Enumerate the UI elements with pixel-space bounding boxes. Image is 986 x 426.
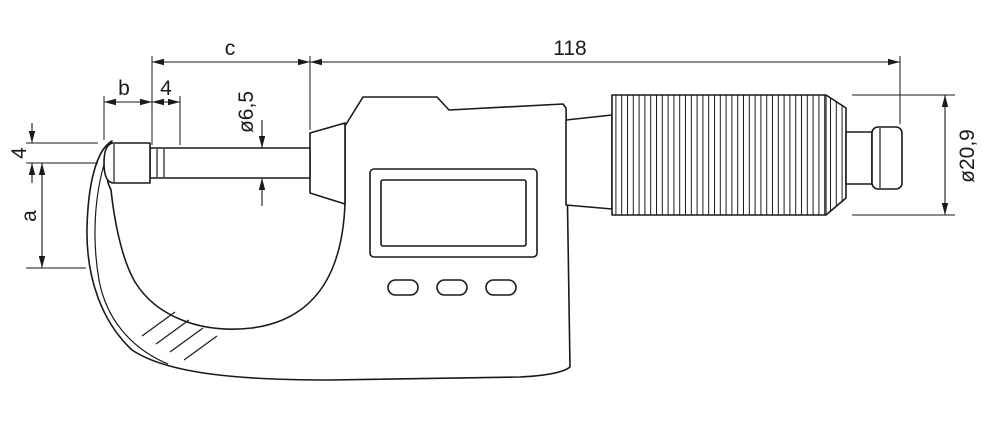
dim-label-4-left: 4	[8, 147, 31, 159]
spindle	[149, 147, 311, 179]
dim-label-c: c	[225, 37, 236, 60]
ratchet-stem	[845, 131, 873, 185]
dimension-lines-group	[26, 56, 955, 269]
sleeve-neck	[565, 114, 613, 210]
lcd-display-screen	[380, 179, 527, 247]
ratchet-cap[interactable]	[871, 126, 903, 190]
button-3[interactable]	[485, 279, 517, 296]
button-2[interactable]	[436, 279, 468, 296]
frame-and-housing	[86, 96, 571, 381]
dim-label-dia20: ø20,9	[956, 129, 979, 183]
dim-label-dia6: ø6,5	[235, 91, 258, 133]
frame-inner-contour	[94, 157, 169, 365]
thimble-knurled[interactable]	[611, 94, 847, 216]
dim-label-118: 118	[553, 37, 586, 60]
dim-label-4-top: 4	[160, 77, 172, 100]
micrometer-body-group	[86, 94, 903, 381]
dim-label-b: b	[118, 77, 130, 100]
spindle-boss	[309, 122, 346, 205]
frame-grip-hatching	[141, 311, 218, 361]
anvil	[103, 142, 151, 184]
dim-label-a: a	[18, 210, 41, 222]
button-1[interactable]	[387, 279, 419, 296]
dimension-labels-group: c 118 b 4 ø6,5 4 a ø20,9	[8, 37, 979, 222]
